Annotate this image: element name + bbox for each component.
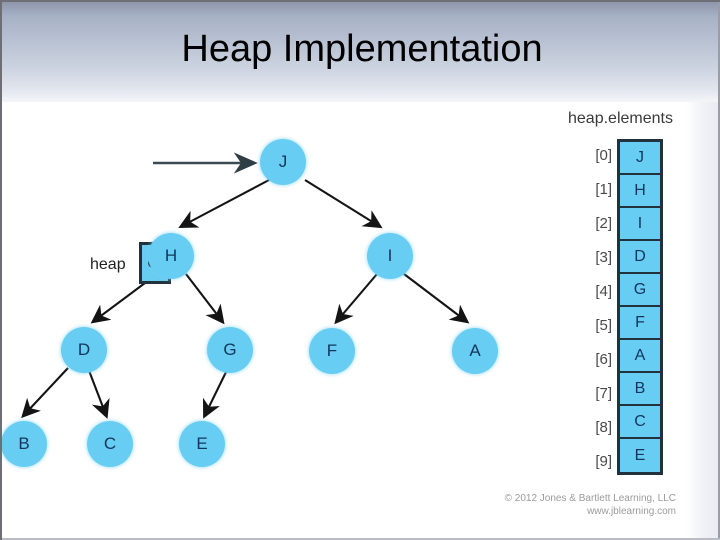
heap-pointer-label: heap xyxy=(90,256,126,273)
tree-node-label: H xyxy=(164,246,178,265)
array-index-6: [6] xyxy=(595,351,612,368)
array-cell[interactable]: B xyxy=(620,373,660,406)
array-index-9: [9] xyxy=(595,453,612,470)
array-cell[interactable]: G xyxy=(620,274,660,307)
array-index-5: [5] xyxy=(595,317,612,334)
slide-header-banner xyxy=(2,2,720,102)
right-border-line xyxy=(718,2,720,540)
array-index-1: [1] xyxy=(595,181,612,198)
tree-node-a[interactable]: A xyxy=(452,328,498,374)
tree-node-label: E xyxy=(196,434,208,453)
edge-d-b xyxy=(21,367,69,419)
tree-node-b[interactable]: B xyxy=(2,421,47,467)
tree-node-label: D xyxy=(77,340,91,359)
edge-d-c xyxy=(87,367,110,419)
tree-node-label: A xyxy=(469,341,481,360)
array-cell[interactable]: I xyxy=(620,208,660,241)
bottom-border-line xyxy=(2,538,720,540)
array-index-4: [4] xyxy=(595,283,612,300)
tree-node-c[interactable]: C xyxy=(87,421,133,467)
tree-node-h[interactable]: H xyxy=(148,233,194,279)
array-cell[interactable]: J xyxy=(620,142,660,175)
edge-i-f xyxy=(334,273,378,325)
tree-node-label: G xyxy=(223,340,237,359)
tree-node-label: J xyxy=(278,152,288,171)
edge-h-g xyxy=(185,273,225,325)
footer-copyright: © 2012 Jones & Bartlett Learning, LLC xyxy=(504,493,676,504)
array-index-8: [8] xyxy=(595,419,612,436)
array-cell[interactable]: C xyxy=(620,406,660,439)
edge-i-a xyxy=(403,273,470,324)
array-index-3: [3] xyxy=(595,249,612,266)
tree-node-i[interactable]: I xyxy=(367,233,413,279)
edge-g-e xyxy=(202,367,229,419)
array-cell[interactable]: A xyxy=(620,340,660,373)
array-index-0: [0] xyxy=(595,147,612,164)
tree-node-j[interactable]: J xyxy=(260,139,306,185)
array-index-7: [7] xyxy=(595,385,612,402)
right-gradient-band xyxy=(686,102,720,540)
tree-node-g[interactable]: G xyxy=(207,327,253,373)
page-title: Heap Implementation xyxy=(181,28,543,70)
tree-node-f[interactable]: F xyxy=(309,328,355,374)
heap-elements-array: J H I D G F A B C E xyxy=(617,139,663,475)
edge-j-i xyxy=(304,179,383,229)
footer-credit: © 2012 Jones & Bartlett Learning, LLC ww… xyxy=(505,492,676,518)
array-index-2: [2] xyxy=(595,215,612,232)
tree-node-e[interactable]: E xyxy=(179,421,225,467)
tree-node-label: B xyxy=(18,434,30,453)
tree-node-label: I xyxy=(387,246,393,265)
footer-website: www.jblearning.com xyxy=(587,506,676,517)
tree-node-d[interactable]: D xyxy=(61,327,107,373)
tree-node-label: F xyxy=(326,341,338,360)
edge-j-h xyxy=(178,179,270,228)
array-cell[interactable]: D xyxy=(620,241,660,274)
array-cell[interactable]: F xyxy=(620,307,660,340)
array-cell[interactable]: E xyxy=(620,439,660,472)
array-title: heap.elements xyxy=(568,110,673,127)
tree-node-label: C xyxy=(103,434,117,453)
array-cell[interactable]: H xyxy=(620,175,660,208)
